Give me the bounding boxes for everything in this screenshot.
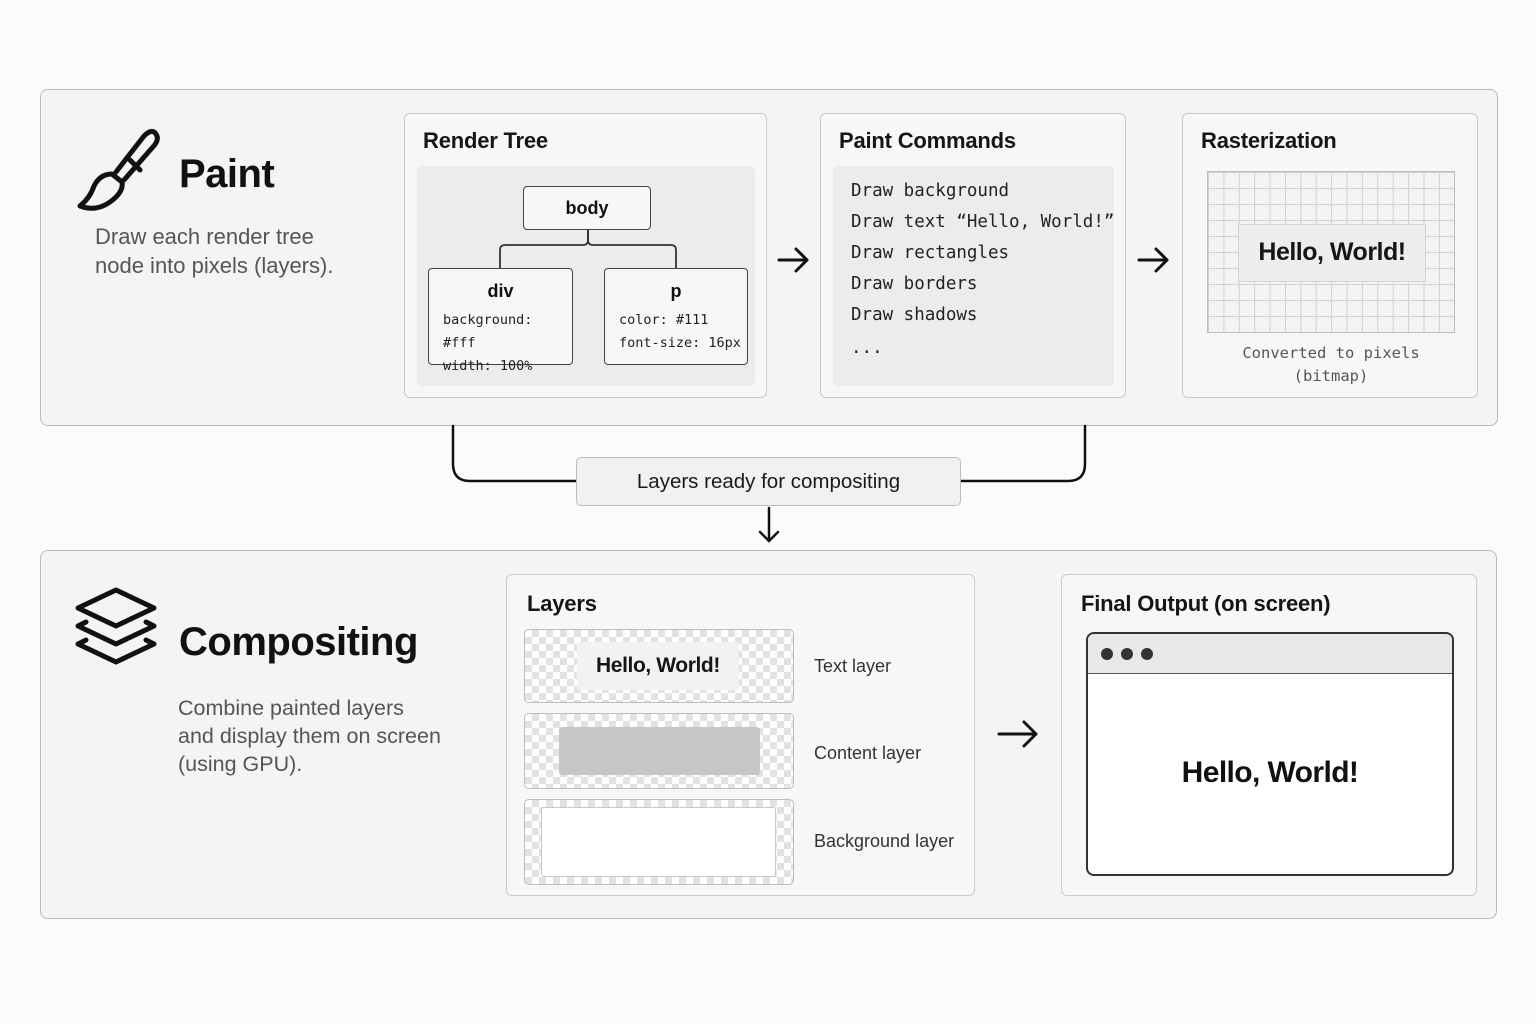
- tree-node-prop: background: #fff: [443, 312, 533, 351]
- paint-description-line: node into pixels (layers).: [95, 253, 334, 278]
- raster-caption-line: (bitmap): [1293, 367, 1369, 385]
- arrow-right-icon: [777, 247, 809, 273]
- final-output-text: Hello, World!: [1181, 756, 1359, 789]
- tree-node-p: p color: #111 font-size: 16px: [604, 268, 748, 365]
- layers-stack-icon: [75, 587, 157, 665]
- raster-caption: Converted to pixels (bitmap): [1207, 342, 1455, 388]
- content-layer-preview: [524, 713, 794, 789]
- tree-node-prop: width: 100%: [443, 358, 533, 374]
- text-layer-sample: Hello, World!: [596, 654, 720, 677]
- browser-window: Hello, World!: [1086, 632, 1454, 876]
- layers-title: Layers: [527, 591, 597, 616]
- layer-label: Text layer: [814, 656, 892, 676]
- compositing-description-line: (using GPU).: [178, 752, 303, 776]
- tree-node-p-props: color: #111 font-size: 16px: [619, 309, 741, 355]
- window-control-dot: [1101, 648, 1113, 660]
- raster-text-box: Hello, World!: [1238, 224, 1426, 282]
- compositing-connector-label: Layers ready for compositing: [576, 457, 961, 506]
- text-layer-box: Hello, World!: [577, 642, 739, 690]
- tree-node-div: div background: #fff width: 100%: [428, 268, 573, 374]
- tree-connector-lines: [499, 230, 677, 268]
- tree-node-div-props: background: #fff width: 100%: [443, 309, 572, 378]
- paint-commands-list: Draw background Draw text “Hello, World!…: [851, 176, 1114, 364]
- compositing-description: Combine painted layers and display them …: [178, 694, 441, 778]
- browser-titlebar: [1088, 634, 1452, 674]
- layer-label: Background layer: [814, 831, 955, 851]
- paint-command-item: Draw shadows: [851, 305, 978, 325]
- paint-command-item: ...: [851, 338, 883, 358]
- arrow-right-icon: [1137, 247, 1169, 273]
- arrow-down-icon: [758, 506, 780, 543]
- compositing-title: Compositing: [179, 620, 418, 664]
- compositing-connector: [451, 424, 1087, 483]
- background-layer-block: [541, 807, 776, 877]
- arrow-right-icon: [997, 720, 1038, 748]
- tree-node-p-label: p: [670, 281, 682, 301]
- tree-node-body: body: [523, 186, 651, 230]
- raster-sample-text: Hello, World!: [1258, 238, 1406, 266]
- paintbrush-icon: [77, 128, 160, 211]
- final-output-title: Final Output (on screen): [1081, 591, 1331, 616]
- raster-caption-line: Converted to pixels: [1242, 344, 1420, 362]
- window-control-dot: [1141, 648, 1153, 660]
- layer-label: Content layer: [814, 743, 922, 763]
- paint-description: Draw each render tree node into pixels (…: [95, 222, 333, 280]
- tree-node-prop: font-size: 16px: [619, 335, 741, 351]
- paint-command-item: Draw rectangles: [851, 243, 1010, 263]
- background-layer-preview: [524, 799, 794, 885]
- rasterization-title: Rasterization: [1201, 128, 1337, 153]
- tree-node-div-label: div: [487, 281, 514, 301]
- paint-command-item: Draw background: [851, 181, 1010, 201]
- compositing-description-line: Combine painted layers: [178, 696, 404, 720]
- render-tree-title: Render Tree: [423, 128, 548, 153]
- paint-description-line: Draw each render tree: [95, 224, 314, 249]
- tree-node-prop: color: #111: [619, 312, 709, 328]
- paint-commands-panel: [833, 166, 1114, 386]
- paint-title: Paint: [179, 152, 275, 196]
- connector-label-text: Layers ready for compositing: [636, 470, 901, 493]
- compositing-description-line: and display them on screen: [178, 724, 441, 748]
- paint-commands-title: Paint Commands: [839, 128, 1016, 153]
- text-layer-preview: Hello, World!: [524, 629, 794, 703]
- paint-command-item: Draw borders: [851, 274, 978, 294]
- paint-command-item: Draw text “Hello, World!”: [851, 212, 1115, 232]
- window-control-dot: [1121, 648, 1133, 660]
- tree-node-body-label: body: [565, 198, 609, 218]
- content-layer-block: [559, 727, 760, 775]
